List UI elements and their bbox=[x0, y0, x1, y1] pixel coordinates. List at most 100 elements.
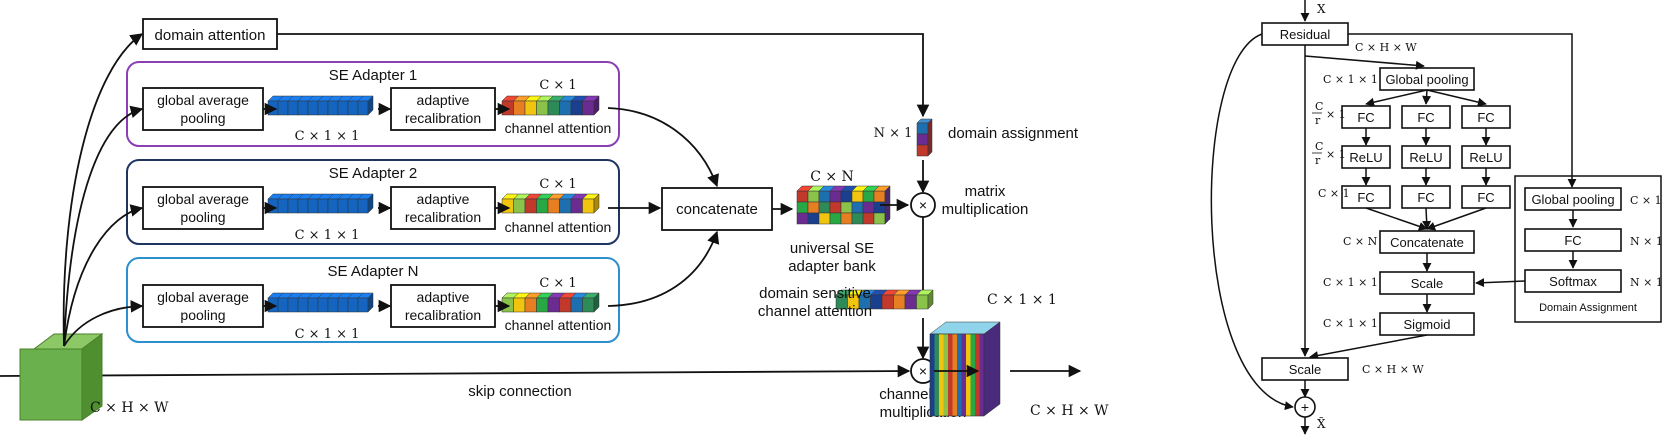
da-softmax-label: Softmax bbox=[1549, 274, 1597, 289]
blue-bar-1-cell-4 bbox=[307, 100, 319, 116]
dsca-label-1: domain sensitive bbox=[759, 285, 871, 302]
blue-bar-2-side bbox=[367, 193, 374, 214]
x-input-label: X bbox=[1317, 2, 1326, 16]
color-bar-1-side bbox=[593, 95, 600, 116]
relu-label-1-1: ReLU bbox=[1409, 150, 1442, 165]
out-slab-10 bbox=[975, 334, 980, 416]
bank-cell-1-1 bbox=[807, 201, 820, 214]
gap-label-1a: global average bbox=[157, 92, 249, 108]
fc-label-2-0: FC bbox=[1477, 110, 1494, 125]
bank-cell-1-3 bbox=[829, 201, 842, 214]
blue-bar-1-cell-9 bbox=[357, 100, 369, 116]
gap-label-2a: global average bbox=[157, 191, 249, 207]
right-diagram: X Residual C × H × W Global pooling C × … bbox=[1210, 0, 1663, 435]
se-adapter-2-frame bbox=[126, 159, 620, 245]
pooled-vector-1 bbox=[267, 95, 374, 116]
output-dim: C × H × W bbox=[1030, 403, 1109, 419]
assign-cell-1 bbox=[916, 133, 929, 146]
bank-cell-0-2 bbox=[818, 190, 831, 203]
blue-bar-1-cell-5 bbox=[317, 100, 329, 116]
blue-bar-1-cell-8 bbox=[347, 100, 359, 116]
se-adapter-n-title: SE Adapter N bbox=[328, 263, 419, 280]
color-bar-3-cell-3 bbox=[536, 297, 549, 313]
blue-bar-2-cell-1 bbox=[277, 198, 289, 214]
blue-bar-3-cell-3 bbox=[297, 297, 309, 313]
bank-cell-1-6 bbox=[862, 201, 875, 214]
da-fc-label: FC bbox=[1564, 233, 1581, 248]
bank-cell-1-7 bbox=[873, 201, 886, 214]
out-slab-0 bbox=[930, 334, 935, 416]
color-bar-1-cell-7 bbox=[582, 100, 595, 116]
ca-dim-2: C × 1 bbox=[539, 177, 576, 192]
pooled-vector-2 bbox=[267, 193, 374, 214]
blue-bar-2-cell-3 bbox=[297, 198, 309, 214]
channel-attention-vector-1 bbox=[501, 95, 600, 116]
bank-cell-0-3 bbox=[829, 190, 842, 203]
bank-cell-2-7 bbox=[873, 212, 886, 225]
gap-label-2b: pooling bbox=[180, 209, 225, 225]
bank-cell-2-5 bbox=[851, 212, 864, 225]
color-bar-3-cell-7 bbox=[582, 297, 595, 313]
fc-out-arrow-1 bbox=[1422, 207, 1432, 230]
ratio-label-2: C r × 1 bbox=[1312, 140, 1346, 167]
blue-bar-1-cell-1 bbox=[277, 100, 289, 116]
color-bar-2-side bbox=[593, 193, 600, 214]
blue-bar-3-cell-7 bbox=[337, 297, 349, 313]
color-bar-2-cell-2 bbox=[524, 198, 537, 214]
color-bar-1-cell-3 bbox=[536, 100, 549, 116]
svg-text:C: C bbox=[1315, 100, 1323, 113]
bank-cell-2-2 bbox=[818, 212, 831, 225]
blue-bar-3-cell-6 bbox=[327, 297, 339, 313]
blue-bar-3-cell-1 bbox=[277, 297, 289, 313]
blue-bar-2-cell-2 bbox=[287, 198, 299, 214]
dsca-side bbox=[927, 289, 934, 310]
matmul-symbol: × bbox=[919, 197, 927, 213]
color-bar-1-cell-2 bbox=[524, 100, 537, 116]
blue-bar-3-cell-8 bbox=[347, 297, 359, 313]
dsca-cell-4 bbox=[881, 294, 894, 310]
residual-label: Residual bbox=[1280, 27, 1331, 42]
out-slab-6 bbox=[957, 334, 962, 416]
dsca-cell-6 bbox=[904, 294, 917, 310]
color-bar-3-cell-4 bbox=[547, 297, 560, 313]
dsca-cell-5 bbox=[893, 294, 906, 310]
fc-label-1-0: FC bbox=[1417, 110, 1434, 125]
blue-bar-2-cell-9 bbox=[357, 198, 369, 214]
bank-cell-2-3 bbox=[829, 212, 842, 225]
global-pooling-dim: C × 1 × 1 bbox=[1323, 73, 1378, 86]
concatenate-label: concatenate bbox=[676, 201, 758, 218]
dsca-cell-3 bbox=[870, 294, 883, 310]
fc-label-0-0: FC bbox=[1357, 110, 1374, 125]
recal-label-na: adaptive bbox=[417, 289, 470, 305]
da-global-pooling-label: Global pooling bbox=[1531, 192, 1614, 207]
out-slab-11 bbox=[979, 334, 984, 416]
color-bar-1-cell-1 bbox=[513, 100, 526, 116]
matmul-label-1: matrix bbox=[965, 183, 1006, 200]
assign-dim: N × 1 bbox=[874, 126, 913, 141]
blue-bar-2-cell-8 bbox=[347, 198, 359, 214]
pooled-dim-2: C × 1 × 1 bbox=[295, 228, 360, 243]
ca-dim-n: C × 1 bbox=[539, 276, 576, 291]
assign-label: domain assignment bbox=[948, 125, 1079, 142]
fc-in-arrow-0 bbox=[1365, 89, 1428, 107]
color-bar-2-cell-6 bbox=[570, 198, 583, 214]
blue-bar-3-cell-9 bbox=[357, 297, 369, 313]
recal-label-1a: adaptive bbox=[417, 92, 470, 108]
ca-label-2: channel attention bbox=[505, 219, 612, 235]
blue-bar-1-side bbox=[367, 95, 374, 116]
se-adapter-1-title: SE Adapter 1 bbox=[329, 67, 417, 84]
gap-label-na: global average bbox=[157, 289, 249, 305]
bank-cell-1-5 bbox=[851, 201, 864, 214]
bank-cell-2-1 bbox=[807, 212, 820, 225]
out-side bbox=[983, 321, 1001, 417]
color-bar-1-cell-5 bbox=[559, 100, 572, 116]
gap-label-nb: pooling bbox=[180, 307, 225, 323]
bank-cell-0-1 bbox=[807, 190, 820, 203]
da-softmax-dim: N × 1 bbox=[1630, 276, 1663, 289]
bank-cell-1-4 bbox=[840, 201, 853, 214]
color-bar-1-cell-0 bbox=[501, 100, 514, 116]
blue-bar-2-cell-5 bbox=[317, 198, 329, 214]
blue-bar-1-cell-0 bbox=[267, 100, 279, 116]
sigmoid-dim: C × 1 × 1 bbox=[1323, 317, 1378, 330]
fc-label-0-2: FC bbox=[1357, 190, 1374, 205]
